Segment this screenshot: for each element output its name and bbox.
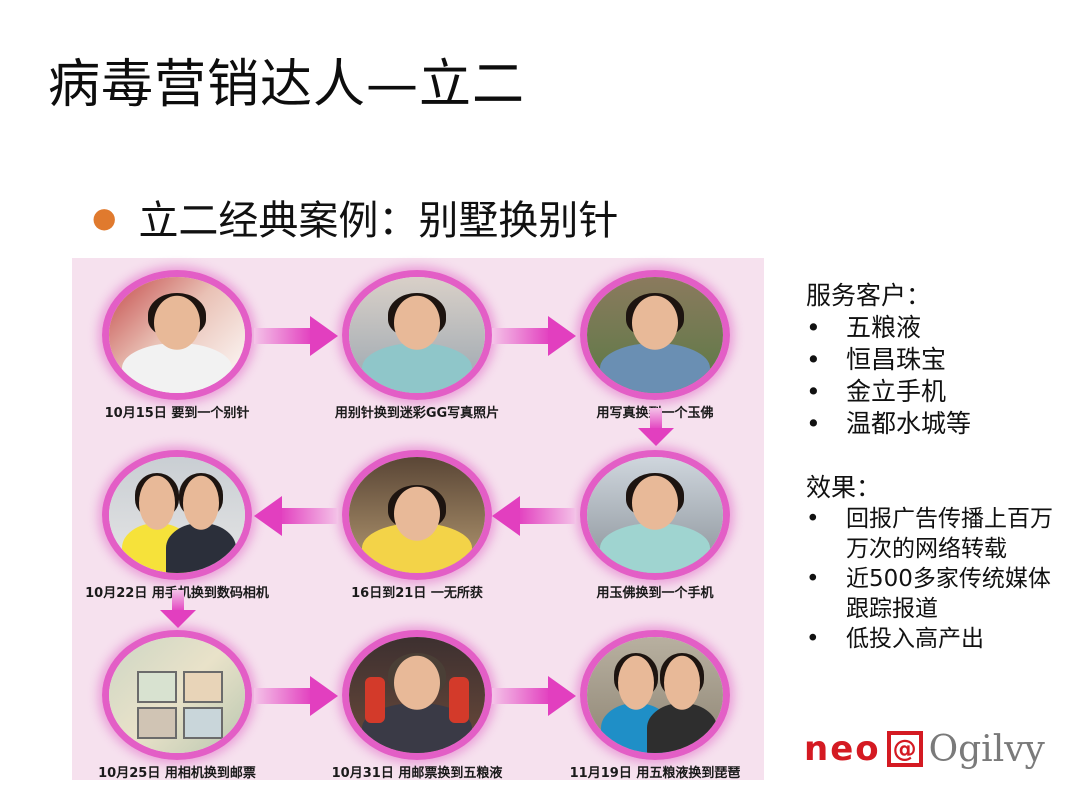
effects-list: 回报广告传播上百万万次的网络转载 近500多家传统媒体跟踪报道 低投入高产出 [806,504,1066,654]
step-2-photo [342,270,492,400]
slide-title: 病毒营销达人—立二 [48,55,526,115]
logo-ogilvy-text: Ogilvy [928,728,1045,770]
arrow-right-3 [254,676,338,716]
step-8: 10月31日 用邮票换到五粮液 [332,630,502,781]
step-5: 16日到21日 一无所获 [342,450,492,601]
arrow-right-1 [254,316,338,356]
step-2: 用别针换到迷彩GG写真照片 [335,270,499,421]
client-item: 五粮液 [806,312,1066,344]
step-5-photo [342,450,492,580]
step-3: 用写真换到一个玉佛 [580,270,730,421]
clients-heading: 服务客户： [806,281,932,310]
effects-section: 效果： 回报广告传播上百万万次的网络转载 近500多家传统媒体跟踪报道 低投入高… [806,472,1066,654]
step-1-photo [102,270,252,400]
effect-item: 低投入高产出 [806,624,1066,654]
neo-ogilvy-logo: neo @ Ogilvy [804,724,1045,774]
step-7: 10月25日 用相机换到邮票 [98,630,256,781]
step-1-caption: 10月15日 要到一个别针 [104,406,250,421]
arrow-left-1 [492,496,576,536]
step-6-photo [102,450,252,580]
step-8-photo [342,630,492,760]
step-4-photo [580,450,730,580]
main-bullet: ● 立二经典案例：别墅换别针 [92,188,618,246]
arrow-right-4 [492,676,576,716]
step-8-caption: 10月31日 用邮票换到五粮液 [331,766,503,781]
right-column: 服务客户： 五粮液 恒昌珠宝 金立手机 温都水城等 效果： 回报广告传播上百万万… [806,280,1066,654]
step-2-caption: 用别针换到迷彩GG写真照片 [334,406,500,421]
clients-list: 五粮液 恒昌珠宝 金立手机 温都水城等 [806,312,1066,440]
arrow-right-2 [492,316,576,356]
effects-heading: 效果： [806,473,882,502]
step-7-photo [102,630,252,760]
step-9-caption: 11月19日 用五粮液换到琵琶 [569,766,741,781]
client-item: 恒昌珠宝 [806,344,1066,376]
step-6: 10月22日 用手机换到数码相机 [85,450,269,601]
step-9-photo [580,630,730,760]
step-7-caption: 10月25日 用相机换到邮票 [98,766,256,781]
step-4: 用玉佛换到一个手机 [580,450,730,601]
client-item: 温都水城等 [806,408,1066,440]
exchange-flow-panel: 10月15日 要到一个别针 用别针换到迷彩GG写真照片 用写真换到一个玉佛 用玉… [72,258,764,781]
logo-neo-text: neo [804,729,881,769]
step-1: 10月15日 要到一个别针 [102,270,252,421]
step-4-caption: 用玉佛换到一个手机 [596,586,714,601]
step-3-photo [580,270,730,400]
step-9: 11月19日 用五粮液换到琵琶 [570,630,740,781]
arrow-left-2 [254,496,338,536]
effect-item: 近500多家传统媒体跟踪报道 [806,564,1066,624]
bullet-text: 立二经典案例：别墅换别针 [138,198,619,244]
bullet-dot-icon: ● [92,200,117,234]
arrow-down-1 [638,408,674,446]
client-item: 金立手机 [806,376,1066,408]
logo-at-icon: @ [886,731,923,767]
step-5-caption: 16日到21日 一无所获 [351,586,483,601]
arrow-down-2 [160,590,196,628]
effect-item: 回报广告传播上百万万次的网络转载 [806,504,1066,564]
